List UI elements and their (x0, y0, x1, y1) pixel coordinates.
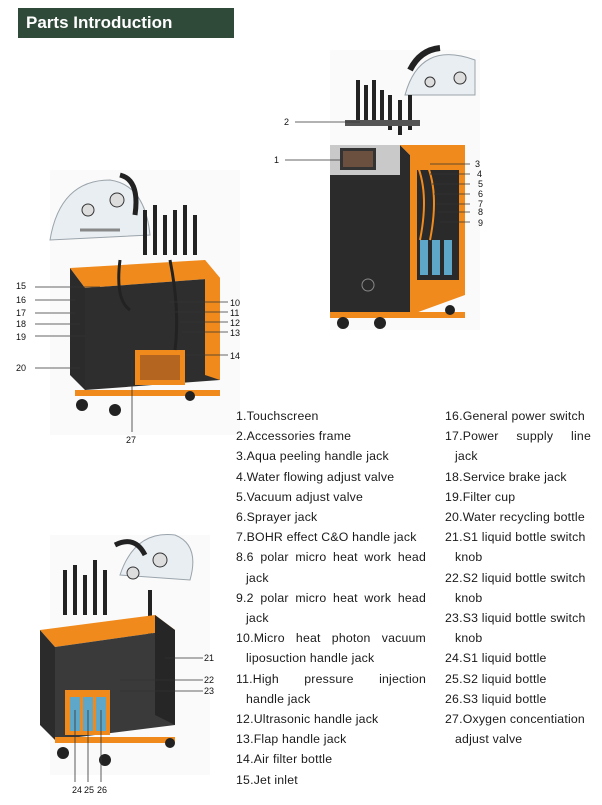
part-item: 17.Power supply line (445, 429, 591, 444)
part-item-cont: handle jack (246, 691, 311, 706)
part-item: 7.BOHR effect C&O handle jack (236, 530, 417, 545)
part-item-cont: knob (455, 550, 483, 565)
callout-1: 1 (274, 155, 280, 165)
part-item: 5.Vacuum adjust valve (236, 489, 364, 504)
part-item: 22.S2 liquid bottle switch (445, 570, 586, 585)
machine-figure-side (40, 534, 210, 782)
callout-22: 22 (204, 675, 215, 685)
callout-16: 16 (16, 295, 27, 305)
part-item-cont: jack (455, 449, 478, 464)
callout-20: 20 (16, 363, 27, 373)
callout-7: 7 (478, 199, 484, 209)
callout-4: 4 (477, 169, 483, 179)
callout-17: 17 (16, 308, 27, 318)
machine-figure-front (285, 45, 480, 330)
callout-15: 15 (16, 281, 27, 291)
callout-8: 8 (478, 207, 484, 217)
part-item: 16.General power switch (445, 409, 585, 423)
callout-11: 11 (230, 308, 240, 318)
callout-6: 6 (478, 189, 484, 199)
part-item: 3.Aqua peeling handle jack (236, 449, 389, 464)
parts-list-left: 1.Touchscreen 2.Accessories frame 3.Aqua… (236, 406, 426, 790)
part-item: 2.Accessories frame (236, 429, 352, 444)
part-item: 10.Micro heat photon vacuum (236, 631, 426, 646)
part-item: 21.S1 liquid bottle switch (445, 530, 586, 545)
part-item: 8.6 polar micro heat work head (236, 550, 426, 565)
part-item: 6.Sprayer jack (236, 510, 318, 525)
part-item: 24.S1 liquid bottle (445, 651, 547, 666)
part-item-cont: knob (455, 631, 483, 646)
callout-23: 23 (204, 686, 215, 696)
callout-14: 14 (230, 351, 241, 361)
part-item: 13.Flap handle jack (236, 732, 347, 747)
part-item: 18.Service brake jack (445, 469, 567, 484)
callout-26: 26 (97, 785, 108, 795)
part-item-cont: liposuction handle jack (246, 651, 375, 666)
part-item-cont: jack (246, 570, 269, 585)
part-item-cont: jack (246, 611, 269, 626)
callout-10: 10 (230, 298, 241, 308)
parts-list-right: 16.General power switch 17.Power supply … (445, 406, 591, 749)
callout-27: 27 (126, 435, 137, 445)
callout-5: 5 (478, 179, 484, 189)
part-item: 11.High pressure injection (236, 671, 426, 686)
callout-13: 13 (230, 328, 241, 338)
callout-24: 24 (72, 785, 83, 795)
callout-21: 21 (204, 653, 215, 663)
callout-2: 2 (284, 117, 290, 127)
part-item-cont: knob (455, 590, 483, 605)
page-title: Parts Introduction (18, 8, 234, 38)
part-item: 14.Air filter bottle (236, 752, 333, 767)
callout-18: 18 (16, 319, 27, 329)
part-item: 26.S3 liquid bottle (445, 691, 547, 706)
part-item: 19.Filter cup (445, 489, 516, 504)
part-item: 4.Water flowing adjust valve (236, 469, 395, 484)
part-item: 20.Water recycling bottle (445, 510, 585, 525)
part-item: 1.Touchscreen (236, 409, 319, 423)
part-item: 12.Ultrasonic handle jack (236, 712, 379, 727)
callout-25: 25 (84, 785, 95, 795)
callout-19: 19 (16, 332, 27, 342)
part-item: 9.2 polar micro heat work head (236, 590, 426, 605)
callout-12: 12 (230, 318, 241, 328)
callout-9: 9 (478, 218, 484, 228)
part-item-cont: adjust valve (455, 732, 523, 747)
part-item: 27.Oxygen concentiation (445, 712, 585, 727)
part-item: 25.S2 liquid bottle (445, 671, 547, 686)
machine-figure-back (35, 170, 240, 435)
part-item: 23.S3 liquid bottle switch (445, 611, 586, 626)
callout-3: 3 (475, 159, 481, 169)
part-item: 15.Jet inlet (236, 772, 298, 787)
